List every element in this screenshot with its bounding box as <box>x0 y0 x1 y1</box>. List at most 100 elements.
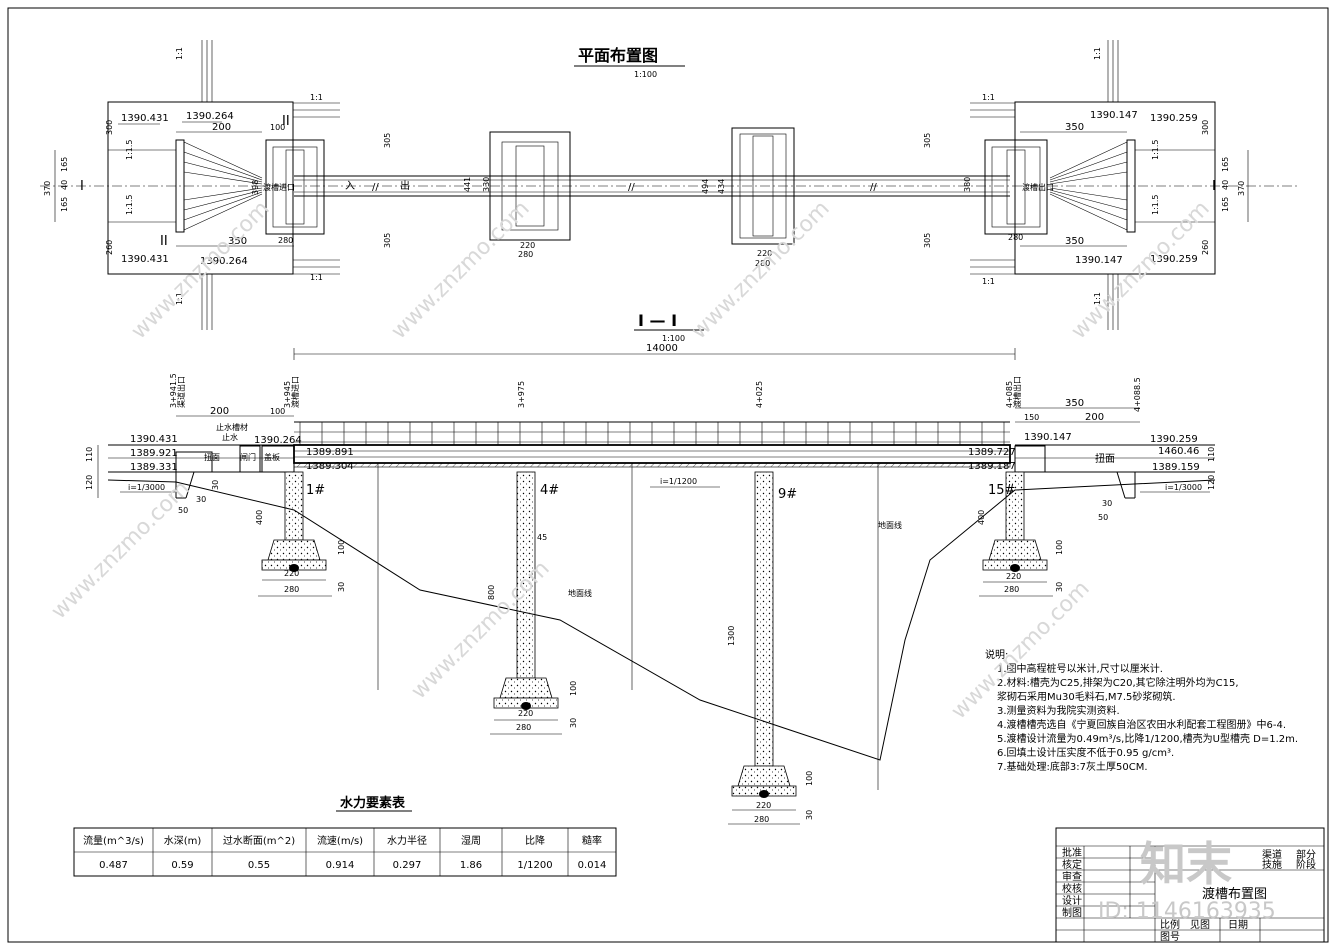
table-header-cell: 比降 <box>525 834 545 847</box>
svg-text:部分: 部分 <box>1296 848 1316 861</box>
svg-text:40: 40 <box>60 180 69 190</box>
svg-text:305: 305 <box>923 133 932 148</box>
svg-text:4+025: 4+025 <box>755 381 764 408</box>
svg-text:305: 305 <box>383 133 392 148</box>
note-line: 6.回填土设计压实度不低于0.95 g/cm³. <box>997 746 1174 759</box>
svg-text:30: 30 <box>569 718 578 728</box>
svg-text:www.znzmo.com: www.znzmo.com <box>687 196 835 344</box>
svg-text:1389.159: 1389.159 <box>1152 462 1200 473</box>
svg-text:30: 30 <box>196 495 206 504</box>
note-line: 7.基础处理:底部3:7灰土厚50CM. <box>997 760 1148 773</box>
svg-text:闸门: 闸门 <box>240 452 256 462</box>
ground-line <box>107 479 1216 761</box>
svg-text:核定: 核定 <box>1062 858 1082 871</box>
pier-15: 15# 400 220 280 100 30 <box>977 471 1064 597</box>
svg-text:260: 260 <box>105 240 114 255</box>
svg-text:100: 100 <box>270 123 285 132</box>
svg-text:渡槽出口: 渡槽出口 <box>1022 182 1054 192</box>
svg-text:441: 441 <box>463 177 472 192</box>
title-block: 批准 核定 审查 校核 设计 制图 渠道 部分 技施 阶段 渡槽布置图 比例 见… <box>1055 827 1325 943</box>
svg-text:30: 30 <box>337 582 346 592</box>
svg-text:220: 220 <box>757 249 772 258</box>
table-header-cell: 糙率 <box>582 834 602 847</box>
svg-text:www.znzmo.com: www.znzmo.com <box>47 476 195 624</box>
note-line: 浆砌石采用Mu30毛料石,M7.5砂浆砌筑. <box>997 690 1176 703</box>
svg-text:校核: 校核 <box>1062 882 1082 895</box>
svg-text:1389.187: 1389.187 <box>968 461 1016 472</box>
svg-text:3+941.5: 3+941.5 <box>169 373 178 408</box>
svg-text:1:1.5: 1:1.5 <box>1151 139 1160 160</box>
svg-text:305: 305 <box>383 233 392 248</box>
svg-text:i=1/3000: i=1/3000 <box>1165 483 1202 492</box>
svg-text:II: II <box>160 234 168 249</box>
svg-text:110: 110 <box>85 447 94 462</box>
svg-text:100: 100 <box>569 681 578 696</box>
svg-text:800: 800 <box>487 585 496 600</box>
svg-text:220: 220 <box>520 241 535 250</box>
svg-text:渡槽进口: 渡槽进口 <box>290 376 300 408</box>
svg-text:扭面: 扭面 <box>204 452 220 462</box>
svg-text:400: 400 <box>255 510 264 525</box>
svg-text:1390.147: 1390.147 <box>1090 110 1138 121</box>
svg-text:280: 280 <box>516 723 531 732</box>
svg-text:渡槽进口: 渡槽进口 <box>263 182 295 192</box>
svg-text:494: 494 <box>701 179 710 194</box>
svg-text:设计: 设计 <box>1062 894 1082 907</box>
plan-title: 平面布置图 <box>578 46 658 65</box>
svg-text:100: 100 <box>337 540 346 555</box>
svg-text:1:1: 1:1 <box>175 47 184 60</box>
svg-text:入: 入 <box>345 181 355 192</box>
svg-text:200: 200 <box>210 406 229 417</box>
svg-text:280: 280 <box>755 259 770 268</box>
table-value-cell: 1.86 <box>460 860 482 871</box>
svg-text:370: 370 <box>1237 181 1246 196</box>
sheet-border <box>7 7 1329 943</box>
svg-text:渡槽出口: 渡槽出口 <box>1012 376 1022 408</box>
svg-text:www.znzmo.com: www.znzmo.com <box>127 196 275 344</box>
svg-text:II: II <box>282 114 290 129</box>
table-value-cell: 0.914 <box>326 860 355 871</box>
svg-text:1390.147: 1390.147 <box>1075 255 1123 266</box>
plan-view: 平面布置图 1:100 1:1 1:1 1:1 1:1 1:1.5 1:1.5 <box>40 40 1300 330</box>
pier-4: 4# 45 800 220 280 100 30 <box>487 471 578 735</box>
svg-text:260: 260 <box>1201 240 1210 255</box>
svg-text:100: 100 <box>270 407 285 416</box>
svg-text:止水槽材: 止水槽材 <box>216 422 248 432</box>
svg-text:比例: 比例 <box>1160 918 1180 931</box>
svg-text:制图: 制图 <box>1062 906 1082 919</box>
section-view: I — I 1:100 14000 3+941.5 渠道出口 3+945 渡槽进… <box>85 311 1216 825</box>
svg-text:i=1/1200: i=1/1200 <box>660 477 697 486</box>
svg-text:1390.264: 1390.264 <box>200 256 248 267</box>
svg-text:280: 280 <box>754 815 769 824</box>
svg-text://: // <box>870 182 877 193</box>
svg-text:4+088.5: 4+088.5 <box>1133 377 1142 412</box>
svg-text:ID: 1146163935: ID: 1146163935 <box>1098 899 1276 924</box>
svg-text:地面线: 地面线 <box>568 588 592 598</box>
svg-text:350: 350 <box>228 236 247 247</box>
svg-text:30: 30 <box>1102 499 1112 508</box>
pier-1: 1# 400 220 280 100 30 <box>255 471 346 597</box>
table-header-cell: 水深(m) <box>164 835 202 847</box>
svg-text:50: 50 <box>178 506 188 515</box>
svg-text:日期: 日期 <box>1228 919 1248 931</box>
svg-text:100: 100 <box>805 771 814 786</box>
svg-text:370: 370 <box>43 181 52 196</box>
note-line: 3.测量资料为我院实测资料. <box>997 704 1120 717</box>
svg-text:3+945: 3+945 <box>283 381 292 408</box>
svg-text:120: 120 <box>85 475 94 490</box>
svg-text:45: 45 <box>537 533 547 542</box>
svg-text:1390.259: 1390.259 <box>1150 254 1198 265</box>
svg-text:1389.921: 1389.921 <box>130 448 178 459</box>
svg-text:见图: 见图 <box>1190 919 1210 931</box>
svg-text:350: 350 <box>1065 398 1084 409</box>
svg-text:www.znzmo.com: www.znzmo.com <box>387 196 535 344</box>
notes: 说明: 1.图中高程桩号以米计,尺寸以厘米计.2.材料:槽壳为C25,排架为C2… <box>985 648 1298 773</box>
svg-text:技施: 技施 <box>1262 858 1282 871</box>
svg-text:1:1.5: 1:1.5 <box>1151 194 1160 215</box>
svg-text:1:1: 1:1 <box>175 292 184 305</box>
table-header-cell: 流速(m/s) <box>317 834 363 847</box>
svg-text:1:1: 1:1 <box>1093 292 1102 305</box>
svg-text:i=1/3000: i=1/3000 <box>128 483 165 492</box>
svg-text:渠道出口: 渠道出口 <box>176 376 186 408</box>
